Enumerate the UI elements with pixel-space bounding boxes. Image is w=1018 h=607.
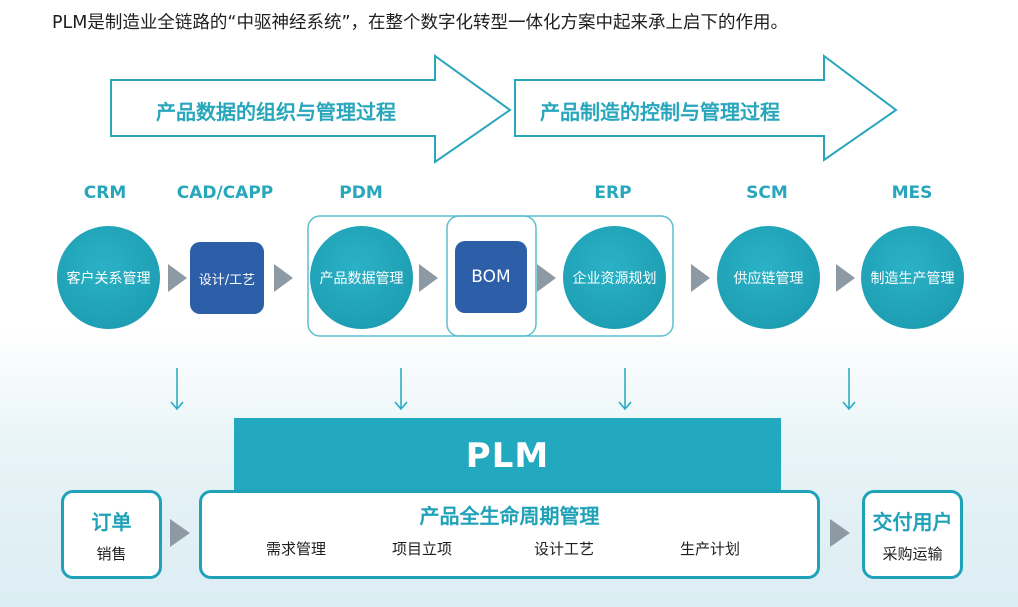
label-crm: CRM (83, 183, 127, 203)
lifecycle-box: 产品全生命周期管理 (199, 490, 820, 579)
lifecycle-title: 产品全生命周期管理 (419, 504, 600, 528)
node-bom: BOM (455, 241, 527, 313)
lifecycle-item-2: 项目立项 (392, 540, 453, 558)
lifecycle-item-1: 需求管理 (266, 540, 327, 558)
node-scm: 供应链管理 (717, 226, 820, 329)
flow-arrow-6 (836, 264, 855, 292)
flow-arrow-plm-to-delivery (830, 519, 850, 547)
plm-bar: PLM (234, 418, 781, 494)
flow-arrow-3 (419, 264, 438, 292)
node-crm: 客户关系管理 (57, 226, 160, 329)
flow-arrow-order-to-plm (170, 519, 190, 547)
pdm-bom-group-outline (307, 215, 537, 337)
bom-erp-group-outline (446, 215, 674, 337)
label-scm: SCM (746, 183, 788, 203)
label-pdm: PDM (339, 183, 383, 203)
flow-arrow-4 (537, 264, 556, 292)
node-cad-capp: 设计/工艺 (190, 242, 264, 314)
order-box-title: 订单 (91, 510, 132, 534)
label-erp: ERP (594, 183, 632, 203)
node-erp: 企业资源规划 (563, 226, 666, 329)
flow-arrow-1 (168, 264, 187, 292)
banner-right-label: 产品制造的控制与管理过程 (540, 100, 780, 124)
delivery-box-title: 交付用户 (872, 510, 953, 534)
down-arrow-2 (394, 368, 408, 411)
order-box-sub: 销售 (96, 545, 127, 563)
lifecycle-item-3: 设计工艺 (534, 540, 595, 558)
delivery-box: 交付用户 采购运输 (862, 490, 963, 579)
intro-text: PLM是制造业全链路的“中驱神经系统”，在整个数字化转型一体化方案中起来承上启下… (52, 13, 789, 33)
down-arrow-1 (170, 368, 184, 411)
banner-arrow-right (514, 54, 898, 162)
delivery-box-sub: 采购运输 (882, 545, 943, 563)
node-mes: 制造生产管理 (861, 226, 964, 329)
down-arrow-4 (842, 368, 856, 411)
order-box: 订单 销售 (61, 490, 162, 579)
node-pdm: 产品数据管理 (310, 226, 413, 329)
down-arrow-3 (618, 368, 632, 411)
flow-arrow-5 (691, 264, 710, 292)
banner-left-label: 产品数据的组织与管理过程 (156, 100, 396, 124)
label-cad-capp: CAD/CAPP (176, 183, 274, 203)
flow-arrow-2 (274, 264, 293, 292)
lifecycle-item-4: 生产计划 (680, 540, 741, 558)
banner-arrow-left (110, 54, 512, 164)
label-mes: MES (891, 183, 933, 203)
